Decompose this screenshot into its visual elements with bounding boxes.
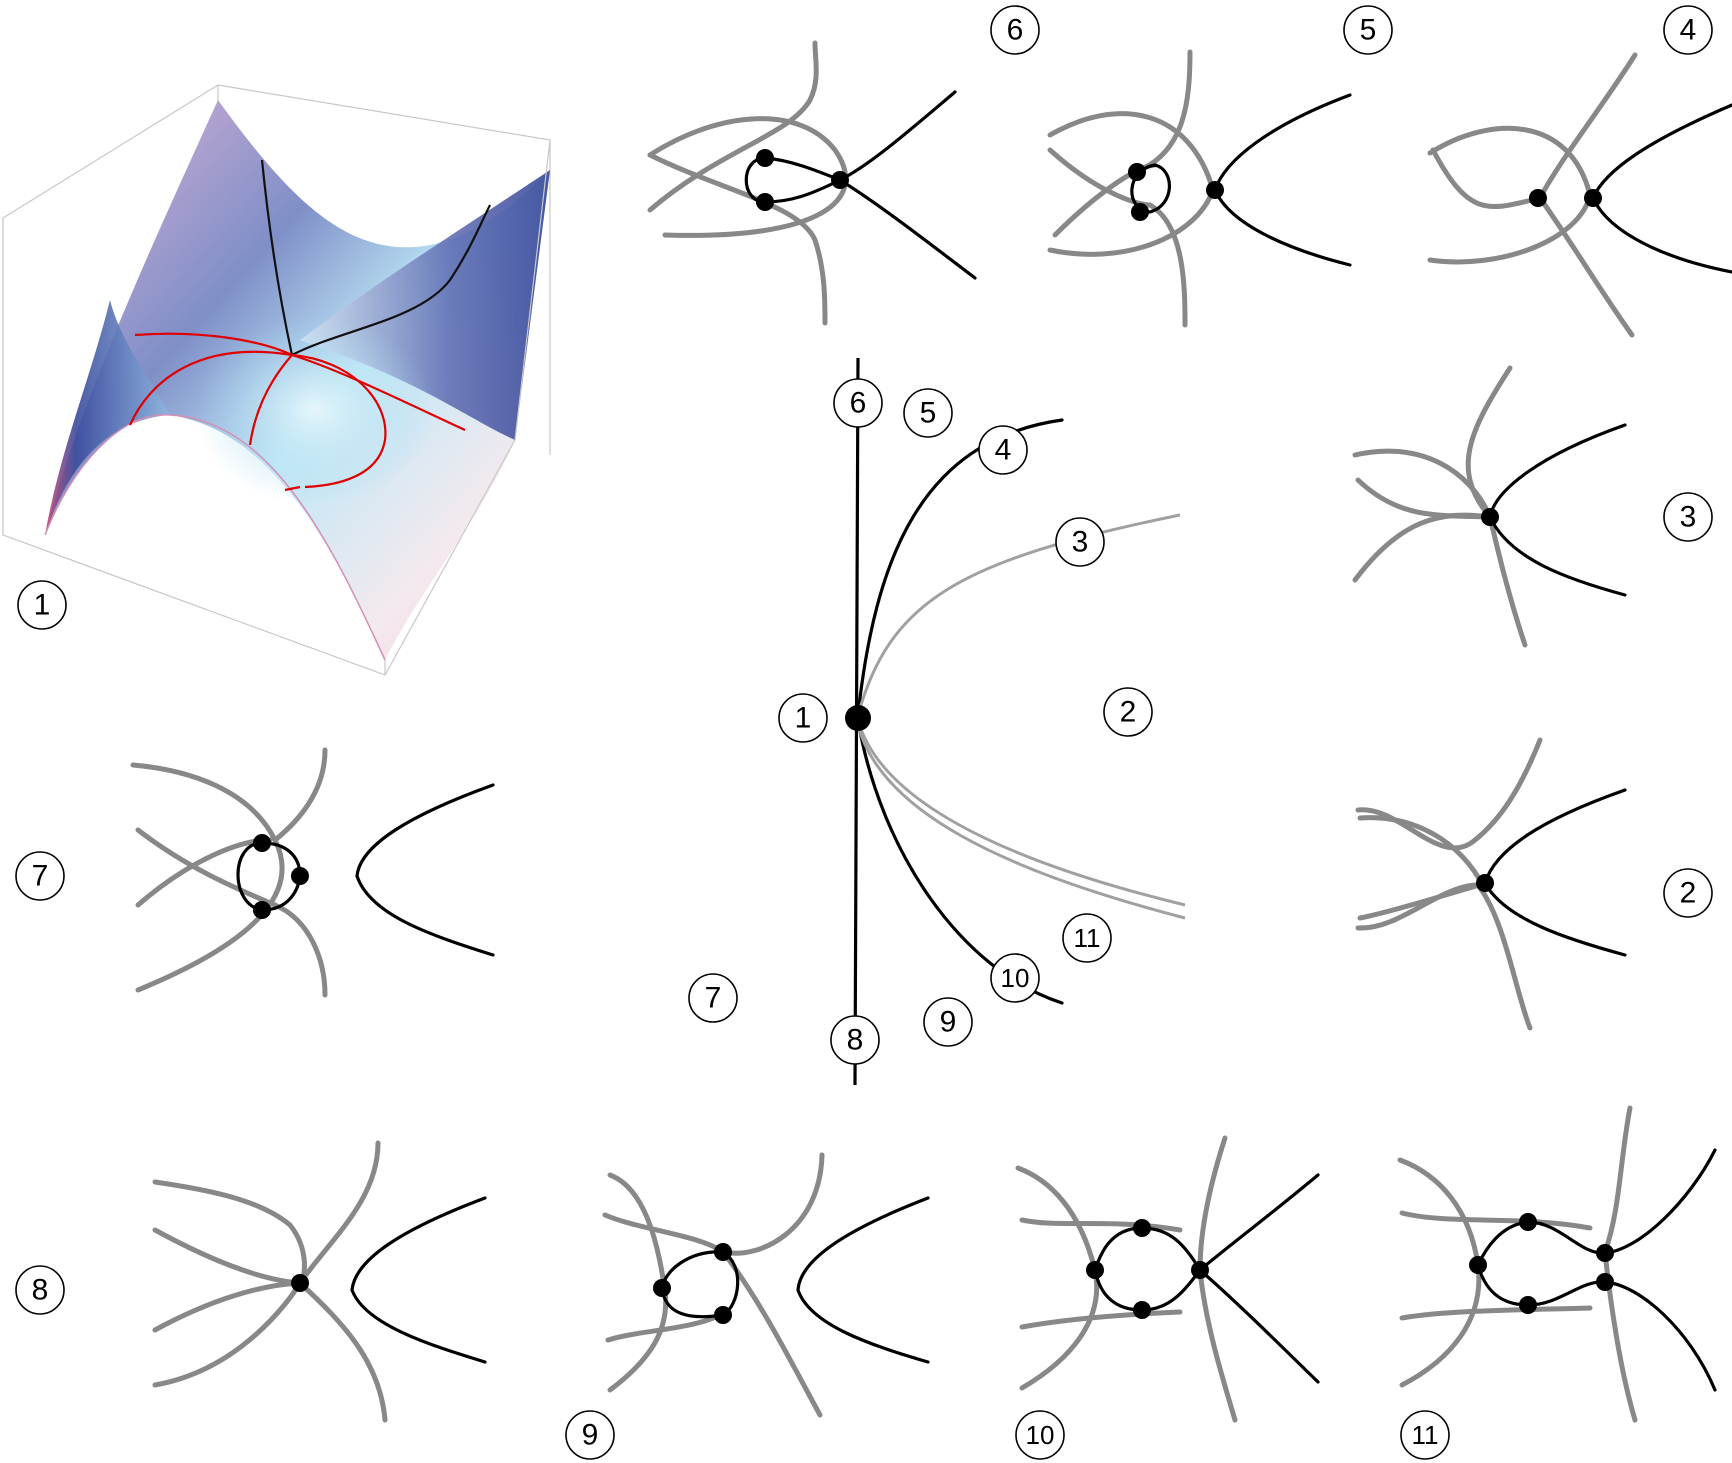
svg-text:7: 7 bbox=[705, 982, 722, 1015]
label-3-diagram: 3 bbox=[1055, 517, 1105, 567]
panel-2 bbox=[1355, 737, 1627, 1031]
panel-4 bbox=[1427, 52, 1732, 338]
svg-text:9: 9 bbox=[940, 1006, 957, 1039]
svg-text:4: 4 bbox=[1680, 14, 1697, 47]
label-3-panel: 3 bbox=[1663, 492, 1713, 542]
label-11-panel: 11 bbox=[1400, 1410, 1450, 1460]
svg-text:9: 9 bbox=[582, 1419, 599, 1452]
panel-6 bbox=[647, 40, 977, 326]
svg-text:2: 2 bbox=[1680, 877, 1697, 910]
label-5-top: 5 bbox=[1343, 5, 1393, 55]
label-1-diagram: 1 bbox=[778, 693, 828, 743]
svg-text:8: 8 bbox=[847, 1024, 864, 1057]
svg-text:6: 6 bbox=[850, 387, 867, 420]
label-text: 1 bbox=[34, 589, 51, 622]
label-1-surface: 1 bbox=[17, 580, 67, 630]
label-8-panel: 8 bbox=[15, 1265, 65, 1315]
svg-text:2: 2 bbox=[1120, 696, 1137, 729]
label-8-diagram: 8 bbox=[830, 1015, 880, 1065]
panel-3 bbox=[1352, 365, 1627, 648]
svg-text:5: 5 bbox=[920, 397, 937, 430]
svg-text:10: 10 bbox=[1026, 1420, 1055, 1450]
svg-text:3: 3 bbox=[1680, 501, 1697, 534]
svg-text:6: 6 bbox=[1007, 14, 1024, 47]
label-10-diagram: 10 bbox=[990, 953, 1040, 1003]
label-9-panel: 9 bbox=[565, 1410, 615, 1460]
panel-11 bbox=[1397, 1105, 1717, 1423]
cusp-point bbox=[845, 705, 871, 731]
label-2-panel: 2 bbox=[1663, 868, 1713, 918]
label-2-diagram: 2 bbox=[1103, 687, 1153, 737]
svg-text:8: 8 bbox=[32, 1274, 49, 1307]
surface-plot bbox=[2, 84, 551, 676]
label-6-diagram: 6 bbox=[833, 378, 883, 428]
label-9-diagram: 9 bbox=[923, 997, 973, 1047]
svg-text:7: 7 bbox=[32, 860, 49, 893]
svg-text:11: 11 bbox=[1412, 1420, 1439, 1450]
svg-text:3: 3 bbox=[1072, 526, 1089, 559]
svg-text:5: 5 bbox=[1360, 14, 1377, 47]
bifurcation-diagram bbox=[845, 357, 1186, 1086]
label-11-diagram: 11 bbox=[1062, 913, 1112, 963]
panel-10 bbox=[1015, 1135, 1320, 1423]
label-4-top: 4 bbox=[1663, 5, 1713, 55]
panel-7 bbox=[130, 747, 495, 998]
panel-8 bbox=[152, 1140, 487, 1423]
svg-text:11: 11 bbox=[1074, 923, 1101, 953]
svg-text:4: 4 bbox=[995, 434, 1012, 467]
label-7-panel: 7 bbox=[15, 851, 65, 901]
svg-text:10: 10 bbox=[1001, 963, 1030, 993]
label-7-diagram: 7 bbox=[688, 973, 738, 1023]
label-5-diagram: 5 bbox=[903, 388, 953, 438]
label-4-diagram: 4 bbox=[978, 425, 1028, 475]
panel-9 bbox=[602, 1152, 930, 1418]
panel-5 bbox=[1047, 49, 1352, 328]
label-10-panel: 10 bbox=[1015, 1410, 1065, 1460]
svg-text:1: 1 bbox=[795, 702, 812, 735]
label-6-top: 6 bbox=[990, 5, 1040, 55]
